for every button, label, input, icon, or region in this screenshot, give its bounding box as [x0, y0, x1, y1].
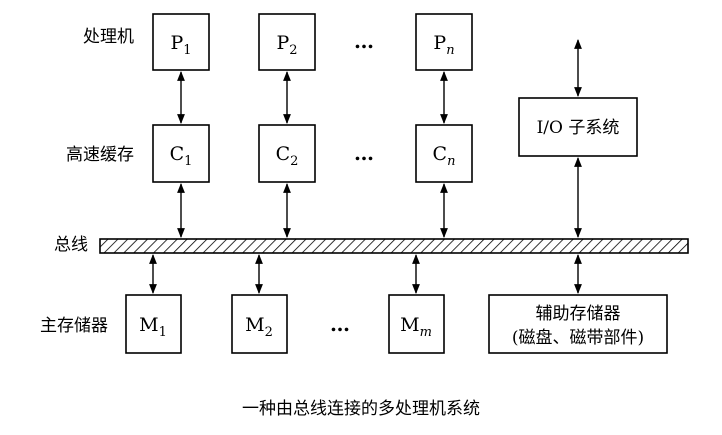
auxiliary-storage-box: 辅助存储器 (磁盘、磁带部件)	[488, 294, 668, 354]
io-subsystem-box: I/O 子系统	[518, 97, 638, 157]
svg-text:Cn: Cn	[433, 143, 456, 169]
svg-text:P2: P2	[276, 32, 297, 58]
svg-text:(磁盘、磁带部件): (磁盘、磁带部件)	[512, 328, 644, 348]
processor-p1: P1	[152, 13, 210, 71]
svg-text:M1: M1	[139, 314, 167, 340]
svg-text:M2: M2	[245, 314, 273, 340]
ellipsis-processors: …	[354, 29, 374, 53]
ellipsis-memories: …	[330, 312, 350, 336]
svg-text:P1: P1	[170, 32, 191, 58]
cache-cn: Cn	[415, 124, 473, 183]
processor-pn: Pn	[415, 13, 473, 71]
row-label-cache: 高速缓存	[66, 145, 134, 165]
system-bus	[99, 238, 689, 254]
memory-m1: M1	[125, 294, 182, 354]
row-label-bus: 总线	[54, 235, 88, 255]
svg-text:I/O 子系统: I/O 子系统	[537, 118, 620, 138]
ellipsis-caches: …	[354, 141, 374, 165]
cache-c1: C1	[152, 124, 210, 183]
svg-text:Mm: Mm	[400, 314, 432, 340]
svg-text:C1: C1	[170, 143, 193, 169]
memory-mm: Mm	[388, 294, 445, 354]
memory-m2: M2	[231, 294, 288, 354]
svg-text:辅助存储器: 辅助存储器	[536, 304, 621, 324]
svg-text:C2: C2	[276, 143, 299, 169]
svg-text:Pn: Pn	[433, 32, 454, 58]
row-label-memory: 主存储器	[40, 316, 108, 336]
figure-caption: 一种由总线连接的多处理机系统	[242, 399, 480, 419]
cache-c2: C2	[258, 124, 316, 183]
processor-p2: P2	[258, 13, 316, 71]
row-label-processor: 处理机	[83, 27, 134, 47]
